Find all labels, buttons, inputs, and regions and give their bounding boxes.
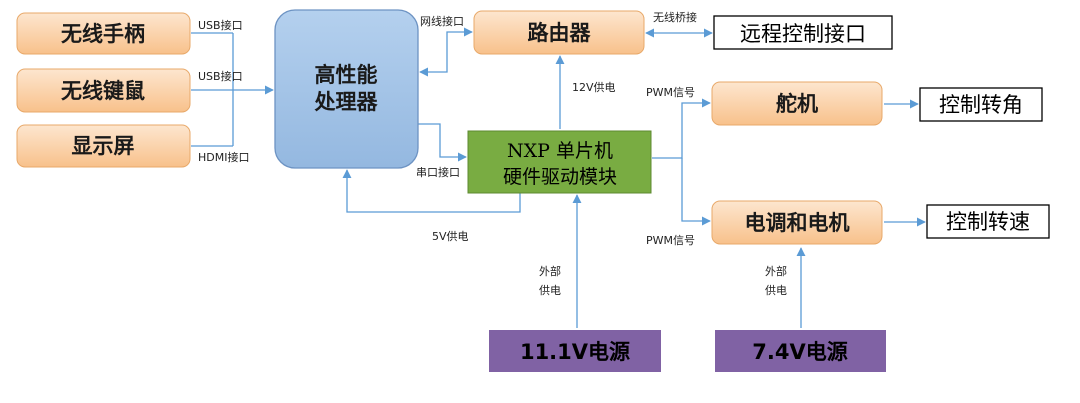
v12-label: 12V供电 bbox=[572, 80, 616, 94]
router-node: 路由器 bbox=[473, 10, 645, 55]
usb-kbm-label: USB接口 bbox=[198, 70, 243, 83]
speed-output-label: 控制转速 bbox=[946, 210, 1030, 234]
keyboard-mouse-label: 无线键鼠 bbox=[61, 79, 145, 103]
processor-label-line1: 高性能 bbox=[315, 63, 378, 87]
steer-output-node: 控制转角 bbox=[919, 87, 1043, 122]
display-node: 显示屏 bbox=[16, 124, 191, 168]
serial-label: 串口接口 bbox=[416, 166, 460, 179]
battery-7v-node: 7.4V电源 bbox=[715, 330, 886, 372]
v5-link bbox=[342, 169, 521, 213]
mcu-label-line2: 硬件驱动模块 bbox=[503, 166, 617, 188]
speed-output-node: 控制转速 bbox=[926, 204, 1050, 239]
processor-node: 高性能 处理器 bbox=[274, 9, 419, 169]
wireless-bridge-label: 无线桥接 bbox=[653, 10, 697, 24]
remote-interface-node: 远程控制接口 bbox=[713, 15, 893, 50]
connectors bbox=[191, 27, 926, 328]
battery-11v-node: 11.1V电源 bbox=[489, 330, 661, 372]
keyboard-mouse-node: 无线键鼠 bbox=[16, 68, 191, 113]
mcu-node: NXP 单片机 硬件驱动模块 bbox=[467, 130, 652, 194]
gamepad-node: 无线手柄 bbox=[16, 12, 191, 55]
esc-motor-label: 电调和电机 bbox=[745, 211, 850, 235]
gamepad-label: 无线手柄 bbox=[61, 22, 145, 46]
v5-label: 5V供电 bbox=[432, 229, 469, 243]
remote-interface-label: 远程控制接口 bbox=[740, 22, 866, 46]
ext-power-b-line1: 外部 bbox=[765, 264, 787, 278]
router-label: 路由器 bbox=[528, 21, 592, 45]
pwm-motor-label: PWM信号 bbox=[646, 234, 695, 247]
ext-power-a-line2: 供电 bbox=[539, 283, 561, 297]
battery-11v-label: 11.1V电源 bbox=[520, 340, 630, 364]
ethernet-link bbox=[419, 27, 473, 77]
mcu-label-line1: NXP 单片机 bbox=[507, 140, 613, 162]
hdmi-label: HDMI接口 bbox=[198, 151, 249, 164]
ext-power-b-line2: 供电 bbox=[765, 283, 787, 297]
pwm-servo-label: PWM信号 bbox=[646, 86, 695, 99]
ext-power-a-line1: 外部 bbox=[539, 264, 561, 278]
esc-motor-node: 电调和电机 bbox=[711, 200, 883, 245]
ethernet-label: 网线接口 bbox=[420, 14, 464, 28]
pwm-trunk bbox=[652, 98, 711, 159]
processor-label-line2: 处理器 bbox=[314, 90, 379, 114]
serial-link bbox=[418, 123, 467, 162]
display-label: 显示屏 bbox=[72, 134, 135, 158]
servo-label: 舵机 bbox=[776, 92, 818, 116]
edge-labels: USB接口 USB接口 HDMI接口 网线接口 无线桥接 12V供电 PWM信号… bbox=[198, 10, 787, 297]
steer-output-label: 控制转角 bbox=[939, 93, 1023, 117]
servo-node: 舵机 bbox=[711, 81, 883, 126]
battery-7v-label: 7.4V电源 bbox=[752, 340, 847, 364]
usb-gamepad-label: USB接口 bbox=[198, 19, 243, 32]
pwm-motor-link bbox=[681, 158, 711, 226]
